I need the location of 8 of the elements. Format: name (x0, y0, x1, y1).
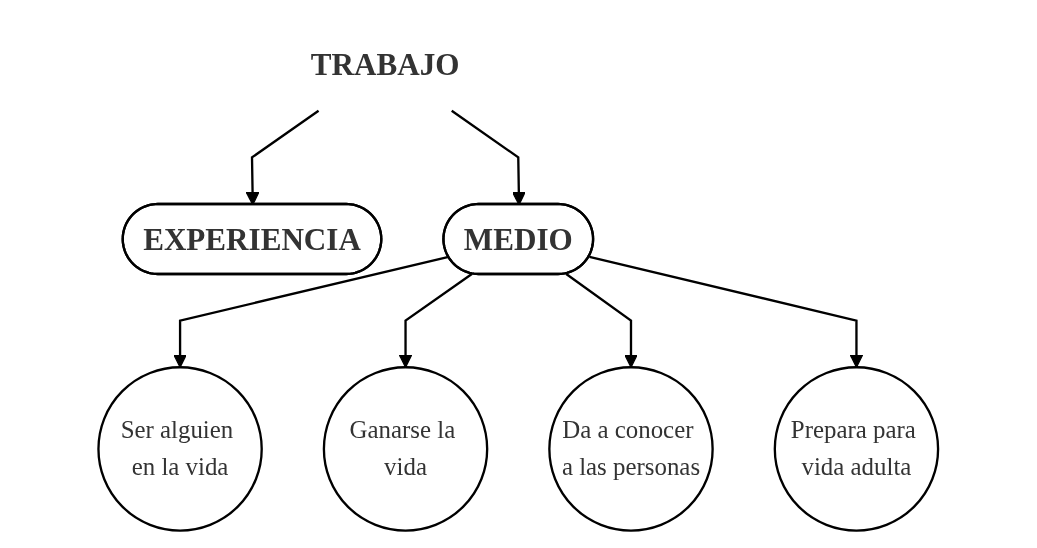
arrow (589, 255, 864, 368)
node-circle: Prepara para vida adulta (773, 366, 940, 532)
node-text: TRABAJO (311, 46, 460, 82)
node-circle: Ser alguien en la vida (97, 366, 264, 532)
arrow (565, 273, 639, 368)
node-circle: Ganarse la vida (322, 366, 489, 532)
arrow (398, 273, 473, 368)
node-circle: Da a conocer a las personas (548, 366, 715, 532)
